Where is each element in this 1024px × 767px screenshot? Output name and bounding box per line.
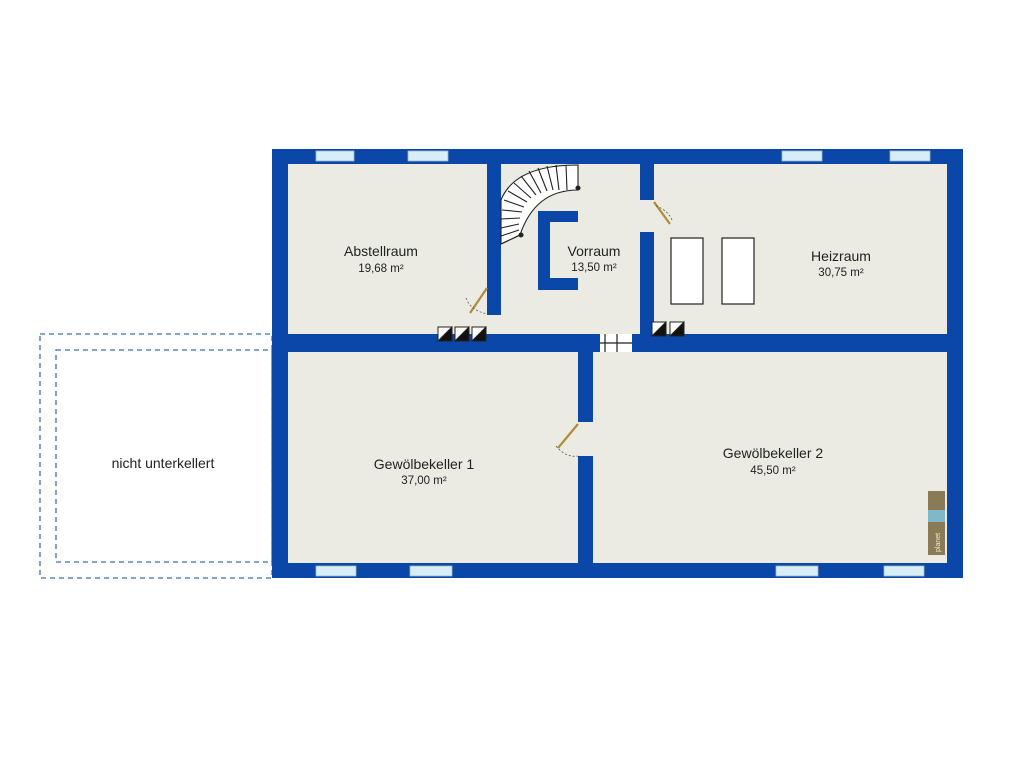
boilers <box>670 237 755 305</box>
window-abstellraum-1 <box>315 150 355 162</box>
doors <box>465 201 673 457</box>
room-name-vorraum: Vorraum <box>568 243 621 259</box>
wall-stub-abstellraum <box>487 164 501 315</box>
door-gewoelbekeller <box>555 423 579 457</box>
window-keller1-1 <box>315 565 357 577</box>
floor-gewoelbekeller-2 <box>593 352 947 563</box>
window-keller1-2 <box>409 565 453 577</box>
floor-abstellraum-extension <box>487 315 501 334</box>
floor-vorraum-doorway <box>640 200 654 232</box>
window-heizraum-1 <box>781 150 823 162</box>
room-area-gewoelbekeller-1: 37,00 m² <box>401 475 447 487</box>
room-floors <box>288 164 947 563</box>
floor-gewoelbekeller-1 <box>288 352 578 563</box>
floor-abstellraum <box>288 164 487 334</box>
unbasemented-inner-outline <box>55 349 273 563</box>
window-heizraum-2 <box>889 150 931 162</box>
windows <box>315 150 931 577</box>
room-name-abstellraum: Abstellraum <box>344 243 418 259</box>
window-keller2-2 <box>883 565 925 577</box>
window-keller2-1 <box>775 565 819 577</box>
room-area-gewoelbekeller-2: 45,50 m² <box>750 465 796 477</box>
vent-symbols <box>436 320 685 342</box>
room-area-vorraum: 13,50 m² <box>571 262 617 274</box>
boiler-2 <box>721 237 755 305</box>
room-name-heizraum: Heizraum <box>811 248 871 264</box>
vents-heizraum <box>650 320 685 337</box>
room-name-gewoelbekeller-2: Gewölbekeller 2 <box>723 445 824 461</box>
window-abstellraum-2 <box>407 150 449 162</box>
wall-stub-vorraum-heizraum-upper <box>640 164 654 200</box>
room-area-abstellraum: 19,68 m² <box>358 263 404 275</box>
wall-stub-vorraum-heizraum-lower <box>640 232 654 334</box>
vorraum-u-wall <box>538 211 578 290</box>
door-abstellraum <box>465 287 488 315</box>
room-name-gewoelbekeller-1: Gewölbekeller 1 <box>374 456 475 472</box>
room-area-heizraum: 30,75 m² <box>818 267 864 279</box>
watermark-text: planet <box>935 533 942 552</box>
boiler-1 <box>670 237 704 305</box>
vents-abstellraum <box>436 325 487 342</box>
door-heizraum <box>653 201 673 225</box>
watermark-logo: planet <box>928 491 945 555</box>
corridor-opening-marks <box>600 334 632 352</box>
floor-keller-doorway <box>578 422 593 456</box>
room-labels: Abstellraum 19,68 m² Vorraum 13,50 m² He… <box>112 243 871 487</box>
spiral-staircase <box>500 164 581 245</box>
unbasemented-label: nicht unterkellert <box>112 455 215 471</box>
